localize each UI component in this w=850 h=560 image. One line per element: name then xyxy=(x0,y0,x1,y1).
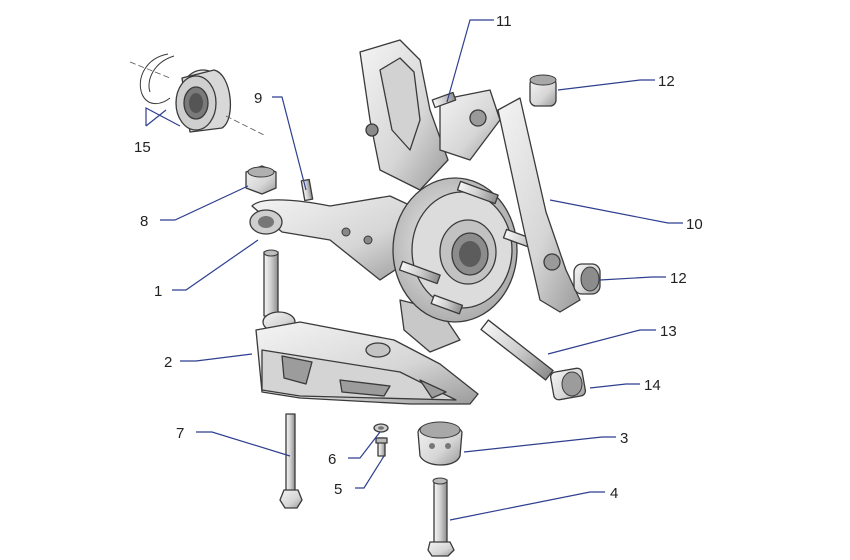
washer-part xyxy=(373,423,389,433)
long-stud-part xyxy=(480,319,554,381)
callout-12-upper: 12 xyxy=(658,73,675,90)
callout-8: 8 xyxy=(140,213,148,230)
ball-joint-housing-part xyxy=(417,421,463,466)
callout-14: 14 xyxy=(644,377,661,394)
callout-3: 3 xyxy=(620,430,628,447)
lower-control-arm-part xyxy=(255,321,479,405)
ball-joint-part xyxy=(262,249,296,333)
callout-5: 5 xyxy=(334,481,342,498)
callout-10: 10 xyxy=(686,216,703,233)
callout-13: 13 xyxy=(660,323,677,340)
sleeve-nut-part xyxy=(549,367,587,401)
callout-4: 4 xyxy=(610,485,618,502)
long-bolt-part xyxy=(279,413,303,509)
callout-11: 11 xyxy=(496,13,512,30)
steering-knuckle-part xyxy=(249,39,501,353)
link-arm-part xyxy=(497,97,581,313)
small-screw-part xyxy=(375,437,388,457)
nut-part xyxy=(245,165,277,195)
leader-lines xyxy=(145,19,683,521)
wheel-hub-part xyxy=(392,177,545,323)
circlip-part xyxy=(129,53,175,104)
small-bolt-part xyxy=(300,178,314,202)
callout-labels: 11 12 9 15 8 10 12 1 13 2 14 7 3 6 5 4 xyxy=(134,13,703,502)
callout-9: 9 xyxy=(254,90,262,107)
callout-2: 2 xyxy=(164,354,172,371)
upper-stud-part xyxy=(431,91,457,109)
bushing-lower-part xyxy=(573,263,601,295)
wheel-bearing-part xyxy=(175,69,267,137)
pivot-bolt-part xyxy=(427,477,455,557)
callout-12-lower: 12 xyxy=(670,270,687,287)
callout-7: 7 xyxy=(176,425,184,442)
callout-6: 6 xyxy=(328,451,336,468)
callout-1: 1 xyxy=(154,283,162,300)
callout-15: 15 xyxy=(134,139,151,156)
bushing-upper-part xyxy=(529,74,557,107)
